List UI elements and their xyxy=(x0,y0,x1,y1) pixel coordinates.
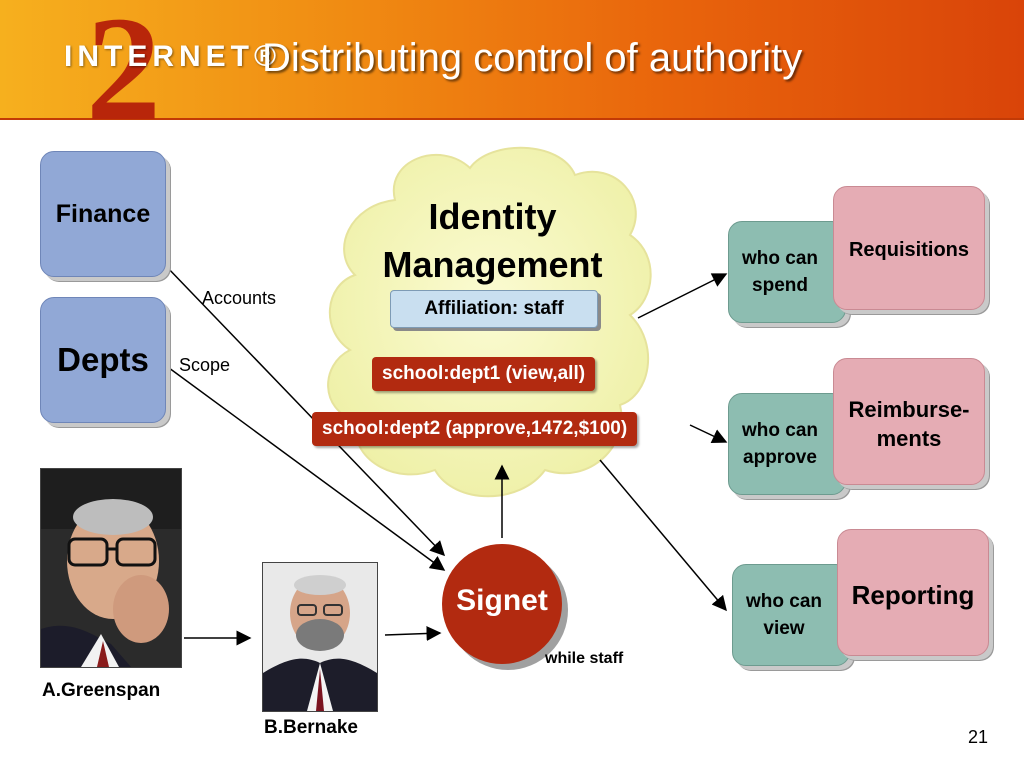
identity-title-line2: Management xyxy=(382,244,603,285)
signet-label: Signet xyxy=(456,584,548,617)
finance-box: Finance xyxy=(40,151,166,277)
scope-label: Scope xyxy=(179,355,231,375)
reimbursements-label: Reimburse-ments xyxy=(848,397,970,451)
who-can-approve-box: who can approve xyxy=(728,393,846,495)
accounts-arrow xyxy=(164,264,446,557)
scope-arrow xyxy=(164,364,446,571)
cloud-to-view-arrow xyxy=(599,459,727,612)
affiliation-tag: Affiliation: staff xyxy=(390,290,598,328)
who-can-spend-label: who can spend xyxy=(741,248,818,296)
identity-title-line1: Identity xyxy=(428,196,557,237)
logo-numeral: 2 xyxy=(86,0,161,152)
identity-management-title: Identity Management xyxy=(365,193,620,289)
dept1-privilege-tag: school:dept1 (view,all) xyxy=(372,357,596,391)
who-can-approve-label: who can approve xyxy=(741,420,818,468)
greenspan-caption: A.Greenspan xyxy=(42,680,161,701)
who-can-view-label: who can view xyxy=(745,591,822,639)
while-staff-note: while staff xyxy=(545,650,624,667)
finance-label: Finance xyxy=(55,199,151,228)
cloud-to-spend-arrow xyxy=(637,273,728,319)
requisitions-label: Requisitions xyxy=(848,239,969,261)
depts-label: Depts xyxy=(57,341,149,378)
slide-title: Distributing control of authority xyxy=(262,36,803,80)
reporting-box: Reporting xyxy=(837,529,989,656)
bernanke-caption: B.Bernake xyxy=(264,717,358,738)
internet2-logo: INTERNET® xyxy=(64,40,282,73)
requisitions-box: Requisitions xyxy=(833,186,985,310)
dept2-privilege-tag: school:dept2 (approve,1472,$100) xyxy=(312,412,638,446)
title-banner: 2 INTERNET® Distributing control of auth… xyxy=(0,0,1024,144)
depts-box: Depts xyxy=(40,297,166,423)
reporting-label: Reporting xyxy=(851,580,975,610)
signet-circle xyxy=(442,544,562,664)
reimbursements-box: Reimburse-ments xyxy=(833,358,985,485)
bernanke-to-signet-arrow xyxy=(384,625,442,641)
who-can-spend-box: who can spend xyxy=(728,221,846,323)
who-can-view-box: who can view xyxy=(732,564,850,666)
greenspan-photo xyxy=(40,468,182,668)
accounts-label: Accounts xyxy=(202,288,277,308)
page-number: 21 xyxy=(968,727,989,747)
cloud-to-approve-arrow xyxy=(689,424,728,444)
bernanke-photo xyxy=(262,562,378,712)
